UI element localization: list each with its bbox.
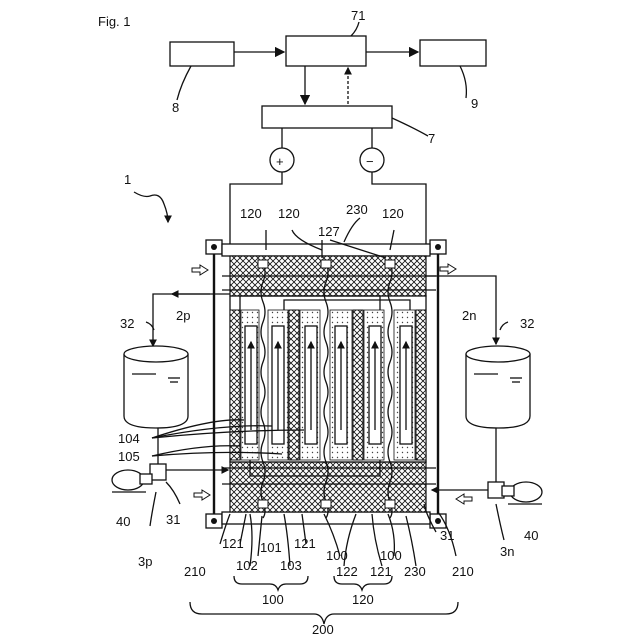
label-8: 8 xyxy=(172,100,179,115)
seal xyxy=(258,500,268,508)
label-210-left: 210 xyxy=(184,564,206,579)
tank-positive xyxy=(124,354,188,428)
pipe-positive-return xyxy=(153,294,230,346)
tank-positive-lid xyxy=(124,346,188,362)
label-230-top: 230 xyxy=(346,202,368,217)
bolt-head xyxy=(435,244,441,250)
bolt-head xyxy=(211,244,217,250)
flow-arrow-hollow xyxy=(194,490,210,500)
leader-3p xyxy=(150,492,156,526)
label-103: 103 xyxy=(280,558,302,573)
label-121b: 121 xyxy=(294,536,316,551)
bolt-head xyxy=(435,518,441,524)
seal xyxy=(385,500,395,508)
seal xyxy=(321,500,331,508)
label-3p: 3p xyxy=(138,554,152,569)
plus-symbol: + xyxy=(276,154,284,169)
seal xyxy=(258,260,268,268)
end-plate-top xyxy=(222,244,430,256)
leader-71 xyxy=(351,22,359,36)
leader-230-top xyxy=(344,218,360,242)
label-127: 127 xyxy=(318,224,340,239)
leader-8 xyxy=(177,66,191,100)
label-104: 104 xyxy=(118,431,140,446)
label-71: 71 xyxy=(351,8,365,23)
label-102: 102 xyxy=(236,558,258,573)
label-230-bottom: 230 xyxy=(404,564,426,579)
flow-arrow-hollow xyxy=(440,264,456,274)
tank-negative-lid xyxy=(466,346,530,362)
label-120b: 120 xyxy=(278,206,300,221)
block-7 xyxy=(262,106,392,128)
block-9 xyxy=(420,40,486,66)
label-210-right: 210 xyxy=(452,564,474,579)
label-2n: 2n xyxy=(462,308,476,323)
leader-3n xyxy=(496,504,504,540)
bolt-head xyxy=(211,518,217,524)
tank-negative xyxy=(466,354,530,428)
pipe-negative-return xyxy=(426,276,496,344)
bipolar-plate xyxy=(416,310,426,460)
label-200: 200 xyxy=(312,622,334,637)
leader-7 xyxy=(392,118,428,136)
bipolar-plate xyxy=(353,310,363,460)
label-105: 105 xyxy=(118,449,140,464)
label-121c: 121 xyxy=(370,564,392,579)
pump-coupling-left xyxy=(140,474,152,484)
figure-title: Fig. 1 xyxy=(98,14,131,29)
bipolar-plate xyxy=(230,310,240,460)
label-32-right: 32 xyxy=(520,316,534,331)
label-40-left: 40 xyxy=(116,514,130,529)
label-1: 1 xyxy=(124,172,131,187)
label-122: 122 xyxy=(336,564,358,579)
label-100b: 100 xyxy=(380,548,402,563)
leader-1 xyxy=(134,192,168,222)
block-71 xyxy=(286,36,366,66)
leader-31-left xyxy=(166,482,180,504)
brace-100 xyxy=(234,576,308,590)
seal xyxy=(385,260,395,268)
brace-200 xyxy=(190,602,458,624)
label-7: 7 xyxy=(428,131,435,146)
label-31-right: 31 xyxy=(440,528,454,543)
label-40-right: 40 xyxy=(524,528,538,543)
label-100-group: 100 xyxy=(262,592,284,607)
label-31-left: 31 xyxy=(166,512,180,527)
pump-motor-right xyxy=(510,482,542,502)
label-3n: 3n xyxy=(500,544,514,559)
label-101: 101 xyxy=(260,540,282,555)
label-121a: 121 xyxy=(222,536,244,551)
label-9: 9 xyxy=(471,96,478,111)
label-120-group: 120 xyxy=(352,592,374,607)
pump-coupling-right xyxy=(502,486,514,496)
label-100a: 100 xyxy=(326,548,348,563)
bipolar-plate xyxy=(289,310,299,460)
label-120a: 120 xyxy=(240,206,262,221)
pump-motor-left xyxy=(112,470,144,490)
flow-arrow-hollow xyxy=(456,494,472,504)
label-2p: 2p xyxy=(176,308,190,323)
seal xyxy=(321,260,331,268)
minus-symbol: − xyxy=(366,154,374,169)
leader-9 xyxy=(460,66,466,98)
flow-arrow-hollow xyxy=(192,265,208,275)
label-32-left: 32 xyxy=(120,316,134,331)
leader-32-right xyxy=(500,322,508,330)
label-120c: 120 xyxy=(382,206,404,221)
block-8 xyxy=(170,42,234,66)
